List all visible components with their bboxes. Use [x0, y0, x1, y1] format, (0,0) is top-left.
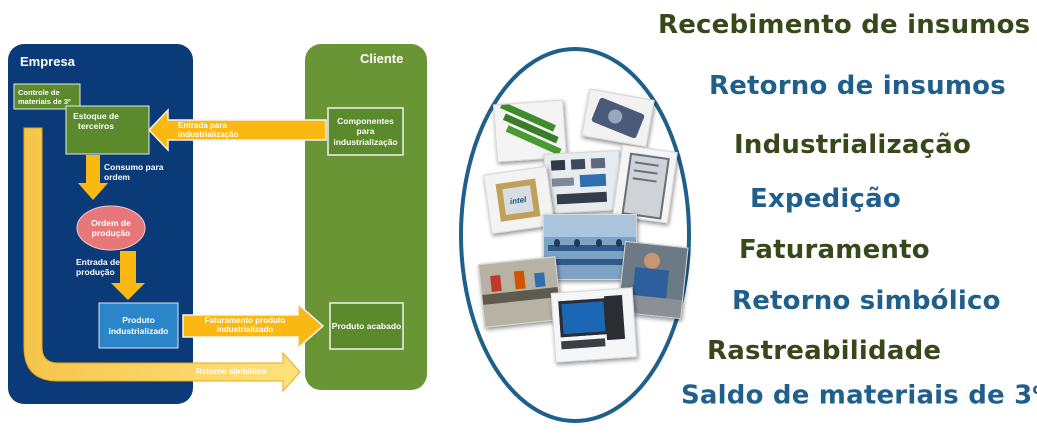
- cpu-chip-text: intel: [502, 185, 534, 215]
- third-party-control-box: [13, 83, 81, 110]
- third-party-stock-label: Estoque de terceiros: [73, 110, 119, 131]
- desktop-computer-photo: [550, 287, 638, 363]
- assembly-line-photo: [477, 256, 563, 328]
- production-entry-arrow: [111, 251, 145, 300]
- factory-floor-photo: [543, 214, 637, 280]
- consumption-arrow: [78, 155, 108, 200]
- industrialized-product-box: [98, 302, 179, 349]
- server-photo: [612, 144, 678, 224]
- process-item-return-inputs: Retorno de insumos: [709, 71, 1006, 101]
- industrialized-product-label: Produto industrializado: [108, 315, 169, 336]
- billing-arrow: [182, 302, 325, 350]
- photo-collage: intel: [455, 44, 695, 426]
- client-title: Cliente: [360, 51, 404, 66]
- process-diagram: Empresa Cliente Controle de materiais de…: [0, 0, 440, 437]
- entry-industrialization-label: Entrada para industrialização: [178, 121, 239, 140]
- process-item-symbolic-return: Retorno simbólico: [732, 286, 1001, 316]
- components-photo: [543, 150, 623, 214]
- process-item-billing: Faturamento: [739, 235, 930, 265]
- components-box: [327, 107, 404, 156]
- consumption-label: Consumo para ordem: [104, 162, 164, 182]
- symbolic-return-arrow: [23, 127, 301, 393]
- process-item-shipping: Expedição: [750, 184, 901, 214]
- process-item-industrialization: Industrialização: [734, 130, 972, 160]
- process-item-third-party-balance: Saldo de materiais de 3os: [681, 380, 1037, 411]
- diagram-shapes: [8, 44, 427, 404]
- finished-product-box: [329, 302, 404, 350]
- production-entry-label: Entrada de produção: [76, 257, 120, 277]
- components-label: Componentes para industrialização: [333, 116, 398, 147]
- process-item-traceability: Rastreabilidade: [707, 336, 942, 366]
- process-item-receiving: Recebimento de insumos: [658, 10, 1031, 40]
- production-order-ellipse: [76, 205, 146, 251]
- third-party-control-label: Controle de materiais de 3º: [18, 87, 71, 106]
- company-title: Empresa: [20, 54, 75, 69]
- third-party-balance-sup: os: [1032, 380, 1037, 398]
- billing-label: Faturamento produto industrializado: [204, 316, 286, 335]
- production-order-label: Ordem de produção: [91, 217, 131, 238]
- entry-industrialization-arrow: [147, 108, 327, 152]
- symbolic-return-label: Retorno simbólico: [196, 367, 267, 376]
- finished-product-label: Produto acabado: [331, 320, 402, 331]
- third-party-balance-text: Saldo de materiais de 3: [681, 380, 1033, 411]
- third-party-stock-box: [65, 105, 150, 155]
